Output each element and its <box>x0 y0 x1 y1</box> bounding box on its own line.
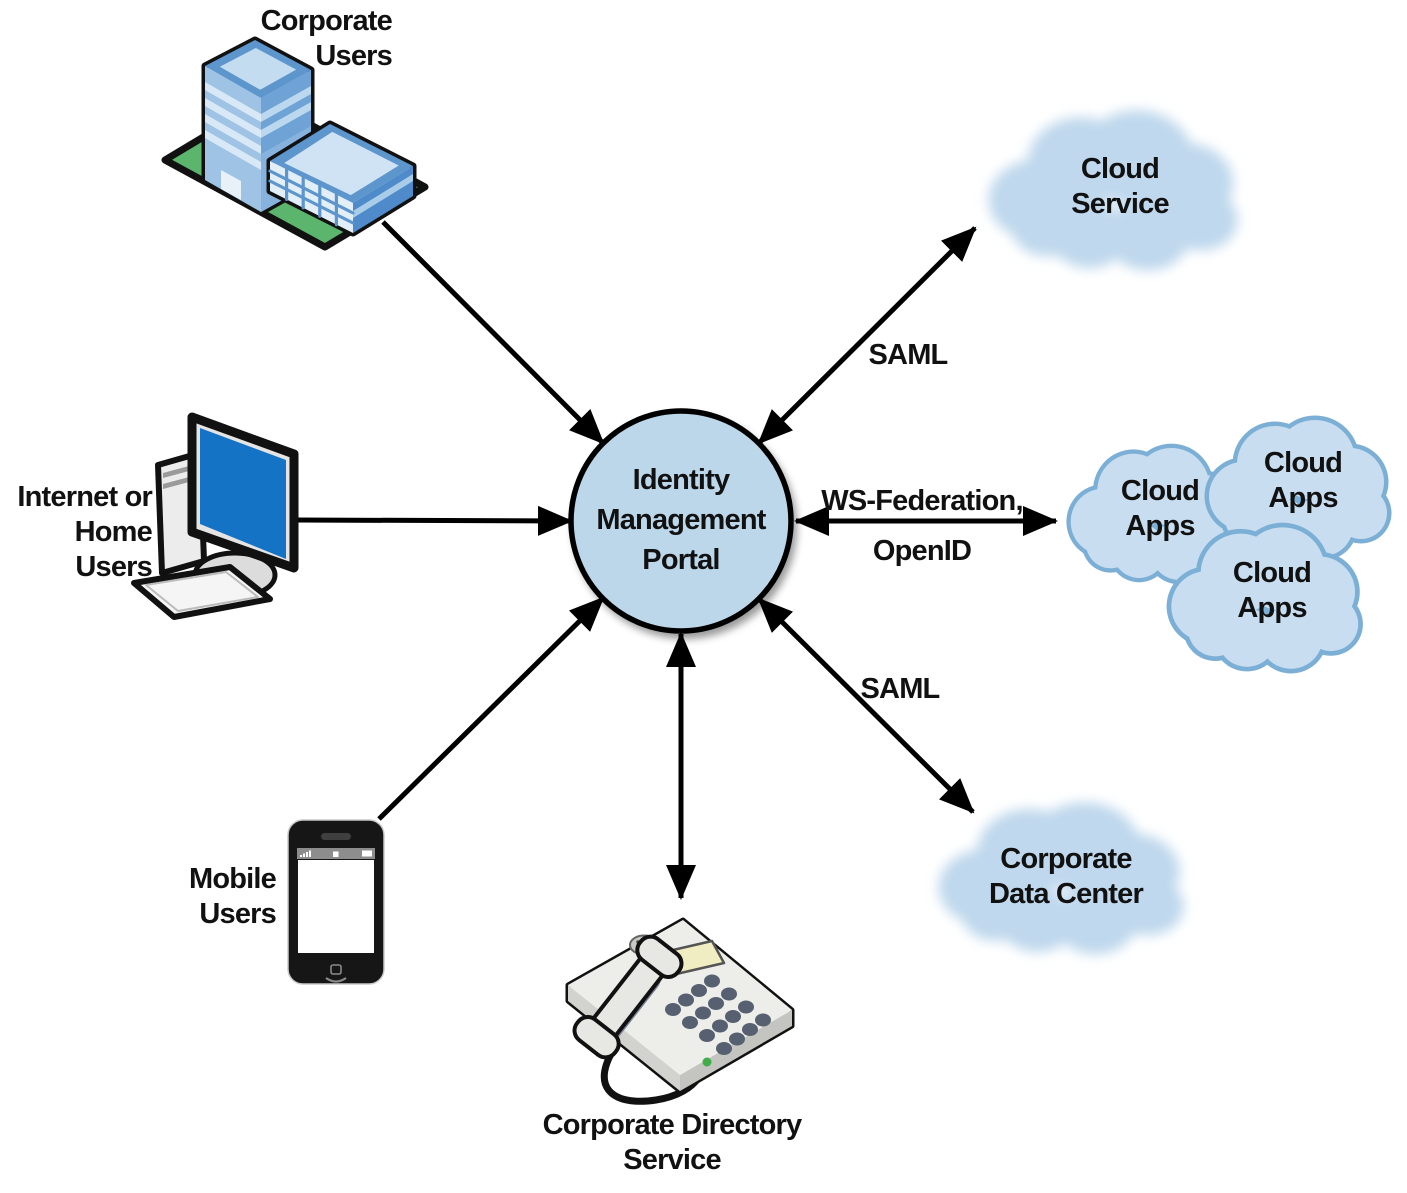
phone-speaker <box>321 833 351 840</box>
saml-top-edge-label: SAML <box>868 339 949 371</box>
saml-bottom-edge-label: SAML <box>860 673 941 705</box>
corporate-users-label: Corporate Users <box>260 5 393 73</box>
phone-home-glyph <box>325 964 347 983</box>
edge-portal-cloud-service <box>757 226 977 445</box>
mobile-users-label: Mobile Users <box>188 863 277 931</box>
portal-node <box>568 408 797 639</box>
corporate-directory-service-label: Corporate Directory Service <box>542 1109 803 1177</box>
edge-mobile-users-portal <box>377 596 605 821</box>
office-building-icon <box>161 36 429 251</box>
battery-icon <box>362 850 372 857</box>
portal-circle <box>568 408 794 634</box>
cloud-apps-left-label: Cloud Apps <box>1120 475 1200 543</box>
desk-telephone-icon <box>565 917 795 1105</box>
edge-internet-home-users-portal <box>295 505 573 536</box>
cloud-service-label: Cloud Service <box>1071 153 1169 221</box>
smartphone-icon <box>287 819 385 985</box>
phone-led <box>702 1057 712 1067</box>
desktop-computer-icon <box>131 412 299 620</box>
status-bar-icons <box>300 850 372 857</box>
cloud-apps-top-label: Cloud Apps <box>1263 447 1343 515</box>
phone-screen <box>298 860 374 953</box>
lock-icon <box>333 851 339 857</box>
ws-federation-openid-edge-label: WS-Federation, OpenID <box>821 485 1023 567</box>
phone-handset <box>572 934 684 1060</box>
portal-label: Identity Management Portal <box>596 464 766 577</box>
corporate-data-center-label: Corporate Data Center <box>989 843 1144 911</box>
internet-home-users-label: Internet or Home Users <box>17 481 152 584</box>
edge-portal-data-center <box>757 597 975 814</box>
phone-keypad <box>665 974 771 1055</box>
cloud-apps-bottom-label: Cloud Apps <box>1232 557 1312 625</box>
edge-corporate-users-portal <box>381 220 605 445</box>
edges <box>295 220 1059 901</box>
